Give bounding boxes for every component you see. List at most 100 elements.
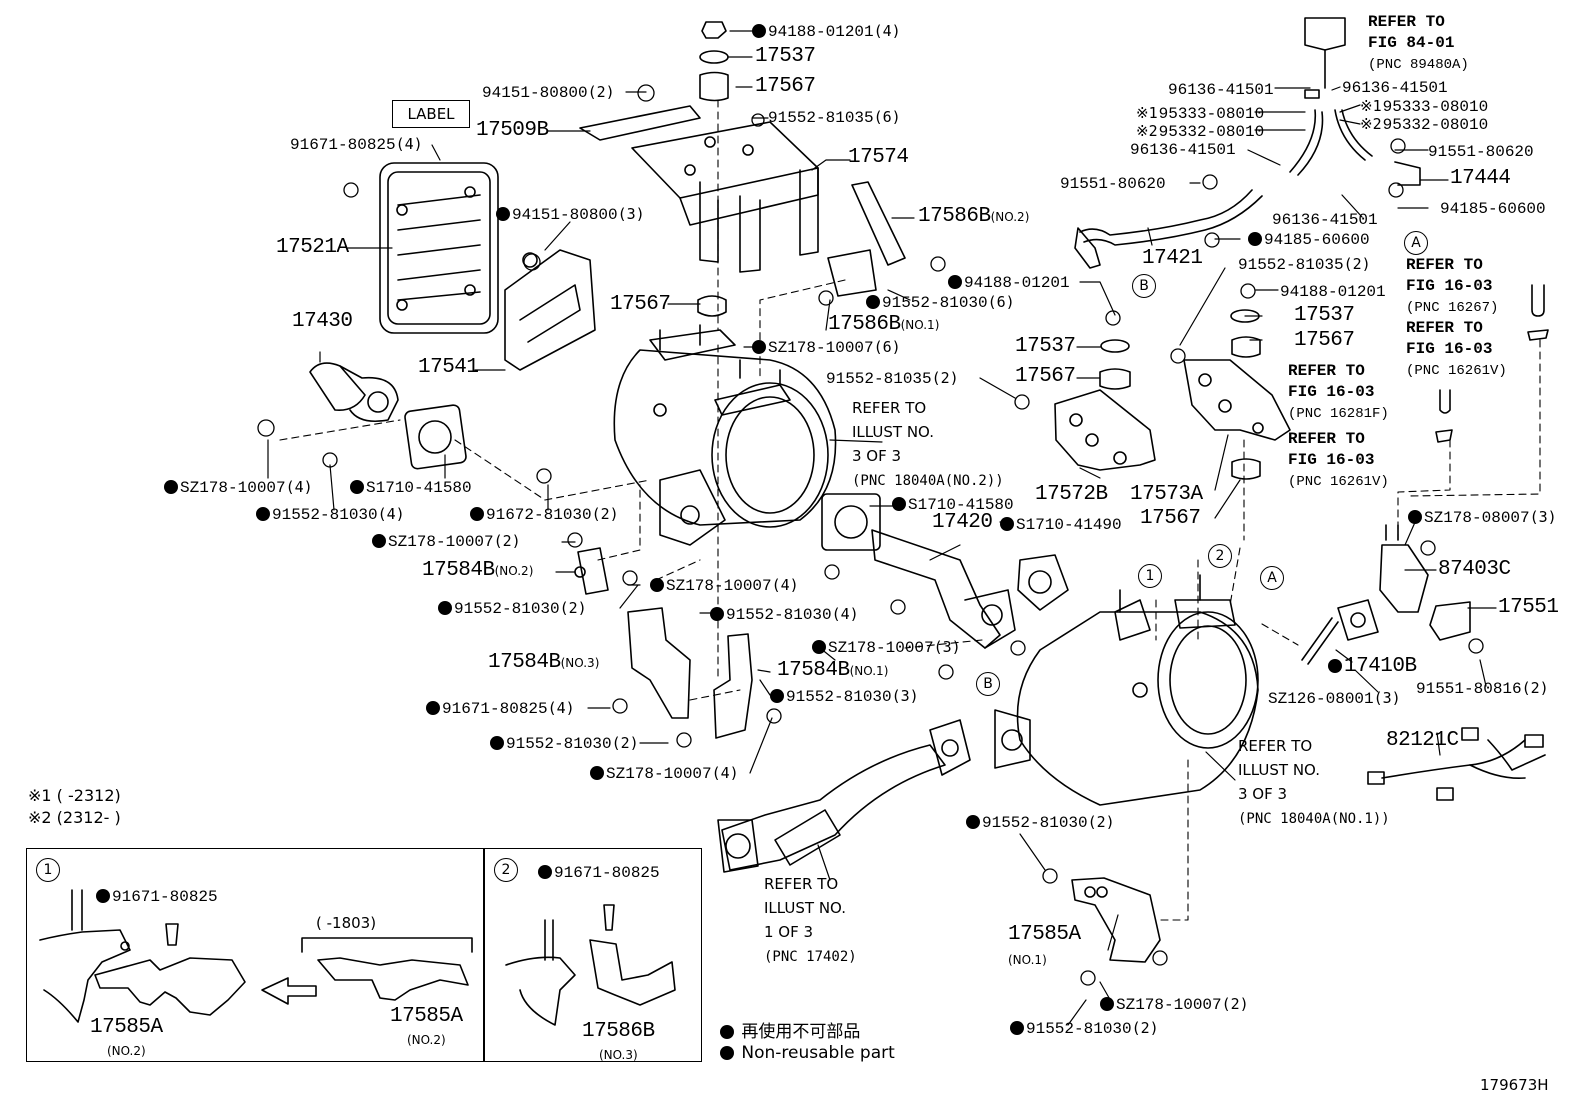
non-reusable-icon bbox=[372, 534, 386, 548]
part-label-91671-80825-4-b: 91671-80825(4) bbox=[426, 700, 575, 717]
gasket-left bbox=[404, 404, 467, 470]
note-line: REFER TO bbox=[1238, 737, 1313, 755]
heat-insulator-plate bbox=[379, 162, 499, 334]
callout-a-upper: A bbox=[1404, 231, 1428, 255]
part-number: 91552-81030 bbox=[1026, 1020, 1132, 1038]
part-qty: (3) bbox=[617, 205, 645, 223]
part-label-91552-81030-2-d: 91552-81030(2) bbox=[1010, 1020, 1159, 1037]
part-label-17586b-no1: 17586B(NO.1) bbox=[828, 314, 939, 335]
non-reusable-icon bbox=[1010, 1021, 1024, 1035]
part-number: 91552-81035 bbox=[768, 109, 874, 127]
note-line: 1 OF 3 bbox=[764, 923, 814, 941]
part-label-94151-80800-3: 94151-80800(3) bbox=[496, 206, 645, 223]
part-number: 17586B bbox=[828, 313, 901, 336]
non-reusable-icon bbox=[966, 815, 980, 829]
part-qty: (2) bbox=[1221, 995, 1249, 1013]
part-number: SZ126-08001 bbox=[1268, 690, 1374, 708]
part-variant: (NO.3) bbox=[560, 656, 600, 670]
bracket-17541 bbox=[504, 249, 596, 371]
non-reusable-icon bbox=[538, 865, 552, 879]
part-label-17444: 17444 bbox=[1450, 168, 1511, 189]
part-qty: (4) bbox=[285, 478, 313, 496]
part-label-91552-81030-4: 91552-81030(4) bbox=[256, 506, 405, 523]
note-line: 3 OF 3 bbox=[852, 447, 902, 465]
non-reusable-icon bbox=[770, 689, 784, 703]
part-number: 91671-80825 bbox=[554, 864, 660, 882]
non-reusable-icon bbox=[470, 507, 484, 521]
part-qty: (2) bbox=[1521, 679, 1549, 697]
part-number: 82121C bbox=[1386, 729, 1459, 752]
non-reusable-icon bbox=[812, 640, 826, 654]
part-qty: (4) bbox=[377, 505, 405, 523]
bracket-17572b bbox=[1054, 389, 1156, 471]
note-pnc: (PNC 18040A(NO.1)) bbox=[1238, 811, 1390, 827]
refer-line: FIG 16-03 bbox=[1406, 340, 1493, 358]
non-reusable-icon bbox=[752, 24, 766, 38]
part-number: 17567 bbox=[1015, 365, 1076, 388]
part-number: S1710-41490 bbox=[1016, 516, 1122, 534]
part-number: 17537 bbox=[755, 45, 816, 68]
footnote-2: ※2 (2312- ) bbox=[28, 808, 121, 827]
part-label-17430: 17430 bbox=[292, 311, 353, 332]
part-label-17421: 17421 bbox=[1142, 248, 1203, 269]
pipe-17420 bbox=[821, 493, 1069, 649]
part-label-95332-08010-a: ※295332-08010 bbox=[1136, 122, 1264, 141]
variant-mark: ※2 bbox=[1360, 115, 1382, 133]
part-label-94151-80800-2: 94151-80800(2) bbox=[482, 84, 615, 102]
part-number: 91552-81030 bbox=[726, 606, 832, 624]
part-qty: (3) bbox=[1373, 689, 1401, 707]
footnote-1: ※1 ( -2312) bbox=[28, 786, 121, 805]
part-number: 95333-08010 bbox=[1158, 105, 1265, 123]
part-number: SZ178-10007 bbox=[388, 533, 494, 551]
non-reusable-icon bbox=[96, 889, 110, 903]
part-number: 17574 bbox=[848, 146, 909, 169]
non-reusable-icon bbox=[164, 480, 178, 494]
part-label-17573a: 17573A bbox=[1130, 484, 1203, 505]
inset-1-drawing bbox=[39, 889, 473, 1023]
part-label-96136-41501-b: 96136-41501 bbox=[1342, 79, 1448, 96]
non-reusable-icon bbox=[1408, 510, 1422, 524]
part-number: 17420 bbox=[932, 511, 993, 534]
part-label-91552-81035-2: 91552-81035(2) bbox=[826, 370, 959, 388]
non-reusable-icon bbox=[490, 736, 504, 750]
part-label-82121c: 82121C bbox=[1386, 730, 1459, 751]
part-number: 17509B bbox=[476, 119, 549, 142]
part-number: 17586B bbox=[582, 1020, 655, 1043]
bracket-17574 bbox=[579, 21, 906, 317]
part-number: 17585A bbox=[90, 1016, 163, 1039]
non-reusable-icon bbox=[720, 1046, 734, 1060]
part-label-17584b-no2: 17584B(NO.2) bbox=[422, 560, 533, 581]
pipe-17430 bbox=[309, 362, 399, 423]
refer-pnc: (PNC 16281F) bbox=[1288, 406, 1389, 422]
non-reusable-icon bbox=[650, 578, 664, 592]
part-label-91671-80825-inset2: 91671-80825 bbox=[538, 864, 660, 881]
part-qty: (3) bbox=[891, 687, 919, 705]
part-qty: (6) bbox=[987, 293, 1015, 311]
part-label-17551: 17551 bbox=[1498, 597, 1559, 618]
part-number: 91551-80620 bbox=[1060, 175, 1166, 193]
part-number: 96136-41501 bbox=[1272, 211, 1378, 229]
non-reusable-icon bbox=[496, 207, 510, 221]
part-number: 17537 bbox=[1015, 335, 1076, 358]
variant-mark: ※2 bbox=[1136, 122, 1158, 140]
part-number: 94188-01201 bbox=[964, 274, 1070, 292]
non-reusable-icon bbox=[892, 497, 906, 511]
refer-line: REFER TO bbox=[1288, 430, 1365, 448]
callout-2: 2 bbox=[1208, 544, 1232, 568]
refer-pnc: (PNC 16261V) bbox=[1406, 363, 1507, 379]
part-label-96136-41501-a: 96136-41501 bbox=[1168, 81, 1274, 98]
inset-2-drawing bbox=[505, 904, 676, 1026]
part-label-s1710-41580-b: S1710-41580 bbox=[892, 496, 1014, 513]
part-number: 17584B bbox=[422, 559, 495, 582]
part-label-17585a-no2-a: 17585A(NO.2) bbox=[90, 1016, 163, 1062]
part-label-91552-81030-3: 91552-81030(3) bbox=[770, 688, 919, 705]
part-number: 17537 bbox=[1294, 304, 1355, 327]
part-label-95332-08010-b: ※295332-08010 bbox=[1360, 115, 1488, 134]
part-number: 17572B bbox=[1035, 483, 1108, 506]
part-label-94188-01201-b: 94188-01201 bbox=[1280, 283, 1386, 300]
sensor-bracket-87403c bbox=[1379, 524, 1471, 641]
